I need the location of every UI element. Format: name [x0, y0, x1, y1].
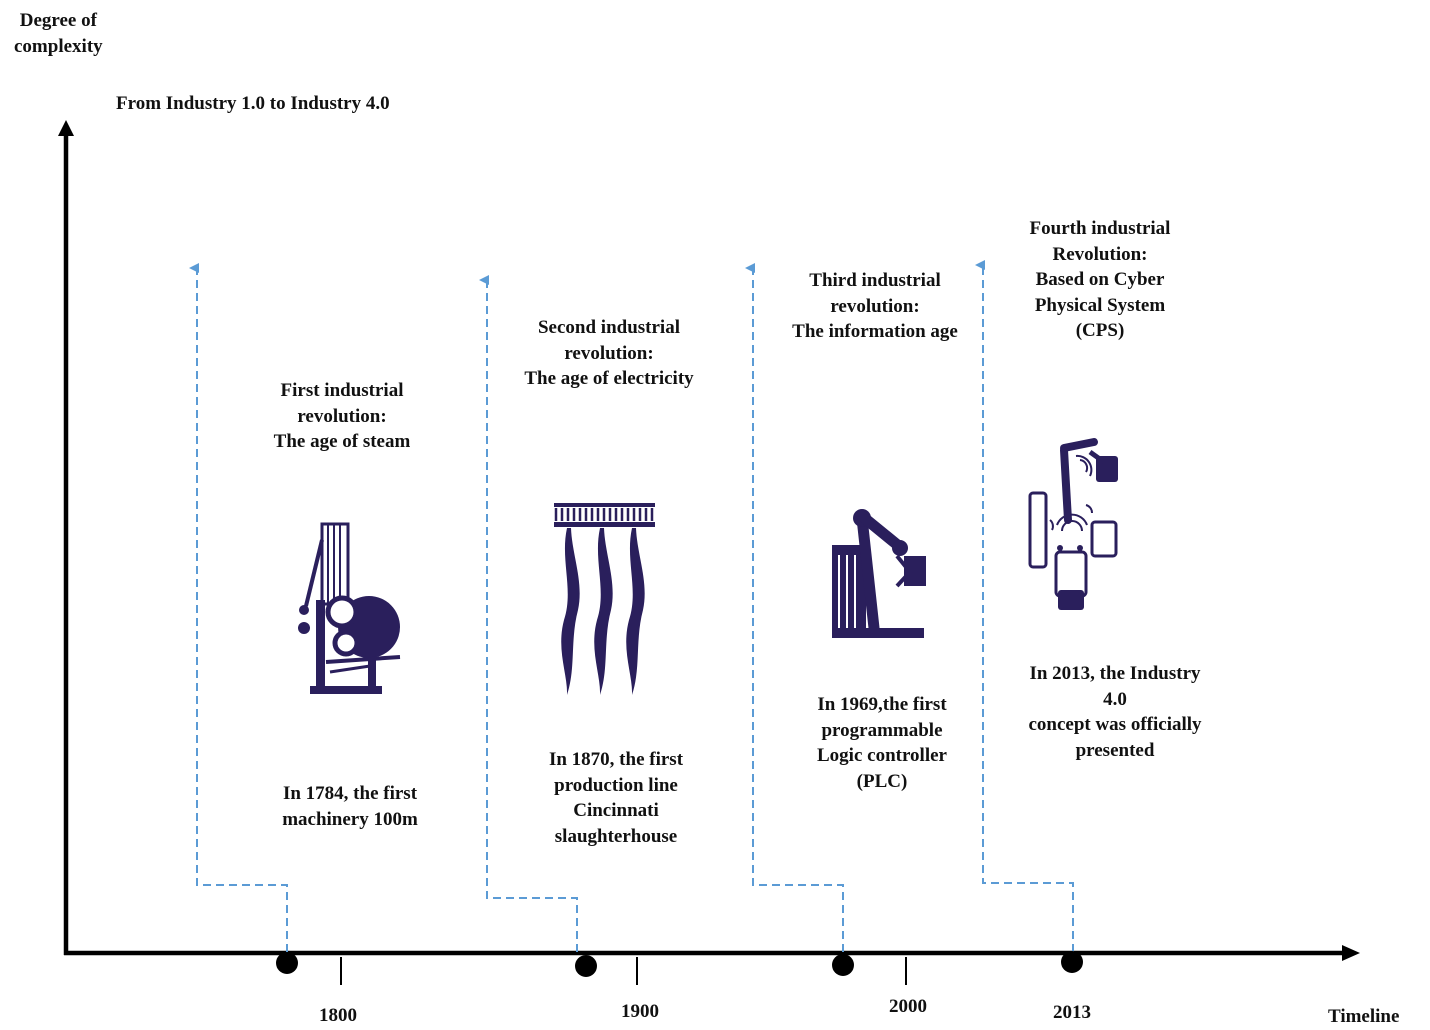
tick-label-2013: 2013 — [1053, 1002, 1091, 1023]
x-axis-arrowhead — [1342, 945, 1360, 961]
heading-line: (CPS) — [1075, 320, 1125, 341]
dashed-arrow-4 — [975, 260, 1074, 952]
cyber-physical-icon — [1028, 438, 1118, 610]
revolution-1-event: In 1784, the first machinery 100m — [250, 781, 450, 832]
event-line: production line — [554, 774, 678, 796]
dashed-arrow-2 — [479, 275, 578, 952]
heading-line: Second industrial — [537, 317, 680, 338]
heading-line: revolution: — [297, 405, 387, 427]
dashed-arrow-3 — [745, 263, 844, 952]
milestone-dot-4 — [1061, 951, 1083, 973]
tick-label-1900: 1900 — [621, 1001, 659, 1022]
x-axis-label: Timeline — [1328, 1006, 1400, 1027]
heading-line: Third industrial — [809, 270, 941, 291]
event-line: In 1784, the first — [282, 783, 418, 804]
heading-line: revolution: — [564, 342, 654, 364]
y-axis-arrowhead — [58, 120, 74, 136]
tick-label-1800: 1800 — [319, 1005, 357, 1026]
heading-line: The information age — [792, 321, 958, 342]
event-line: Logic controller — [817, 745, 947, 766]
diagram-title: From Industry 1.0 to Industry 4.0 — [116, 93, 390, 114]
event-line: presented — [1075, 739, 1155, 761]
heading-line: The age of electricity — [524, 368, 694, 389]
milestone-dot-2 — [575, 955, 597, 977]
assembly-line-icon — [554, 503, 655, 695]
steam-loom-icon — [298, 522, 401, 694]
heading-line: Fourth industrial — [1029, 218, 1171, 239]
y-axis-label: Degree of complexity — [14, 8, 103, 59]
event-line: (PLC) — [856, 770, 908, 792]
milestone-dot-3 — [832, 954, 854, 976]
revolution-4-heading: Fourth industrial Revolution: Based on C… — [1000, 216, 1200, 344]
event-line: programmable — [821, 719, 943, 741]
robot-arm-icon — [832, 509, 926, 638]
revolution-2-heading: Second industrial revolution: The age of… — [499, 315, 719, 392]
event-line: In 2013, the Industry — [1029, 663, 1201, 684]
heading-line: The age of steam — [273, 431, 411, 452]
heading-line: Physical System — [1034, 294, 1166, 316]
revolution-3-event: In 1969,the first programmable Logic con… — [782, 692, 982, 794]
heading-line: Based on Cyber — [1035, 269, 1165, 290]
revolution-2-event: In 1870, the first production line Cinci… — [516, 747, 716, 849]
revolution-1-heading: First industrial revolution: The age of … — [242, 378, 442, 455]
event-line: In 1969,the first — [817, 694, 947, 715]
heading-line: Revolution: — [1052, 243, 1148, 265]
event-line: concept was officially — [1028, 714, 1202, 735]
event-line: machinery 100m — [282, 808, 418, 830]
tick-label-2000: 2000 — [889, 996, 927, 1017]
heading-line: First industrial — [280, 380, 404, 401]
dashed-arrow-1 — [189, 263, 288, 952]
event-line: slaughterhouse — [554, 825, 678, 847]
y-axis-label-line: Degree of — [19, 10, 97, 31]
y-axis-label-line: complexity — [14, 35, 103, 57]
revolution-4-event: In 2013, the Industry 4.0 concept was of… — [1005, 661, 1225, 763]
event-line: In 1870, the first — [548, 749, 684, 770]
event-line: Cincinnati — [573, 800, 659, 821]
heading-line: revolution: — [830, 295, 920, 317]
event-line: 4.0 — [1103, 688, 1127, 710]
revolution-3-heading: Third industrial revolution: The informa… — [770, 268, 980, 345]
milestone-dot-1 — [276, 952, 298, 974]
